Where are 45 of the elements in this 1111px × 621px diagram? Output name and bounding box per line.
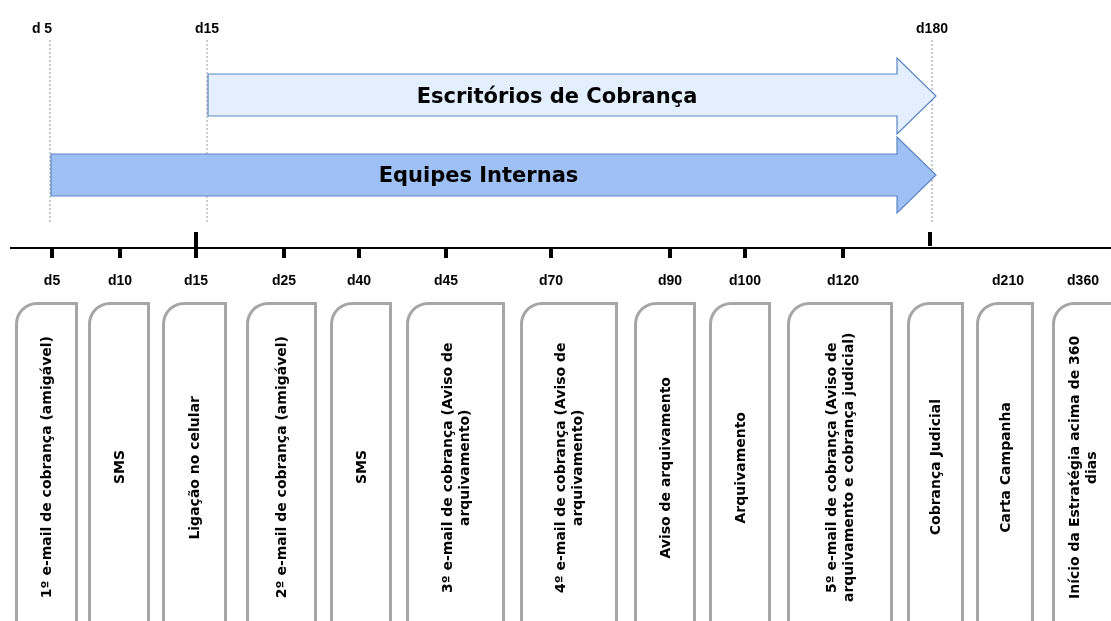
step-tab — [406, 302, 505, 621]
day-label: d70 — [538, 272, 564, 288]
step-tab — [88, 302, 150, 621]
step-tab — [162, 302, 227, 621]
step-text: 2º e-mail de cobrança (amigável) — [273, 336, 290, 599]
day-label: d 5 — [31, 20, 53, 36]
step-text: Cobrança Judicial — [927, 399, 944, 536]
day-label: d100 — [729, 272, 761, 288]
step-text: Início da Estratégia acima de 360 dias — [1066, 334, 1100, 602]
step-tab — [246, 302, 317, 621]
step-tab — [907, 302, 964, 621]
step-text: Carta Campanha — [996, 402, 1014, 533]
block-arrow — [50, 136, 937, 214]
step-text: Aviso de arquivamento — [656, 376, 674, 559]
step-tab — [520, 302, 618, 621]
step-tab — [709, 302, 771, 621]
day-label: d360 — [1067, 272, 1099, 288]
block-arrow — [207, 57, 937, 135]
step-text: 3º e-mail de cobrança (Aviso de arquivamento) — [438, 341, 473, 595]
step-text: SMS — [352, 450, 370, 485]
day-label: d15 — [194, 20, 220, 36]
day-label: d90 — [657, 272, 683, 288]
day-label: d180 — [916, 20, 948, 36]
day-label: d5 — [43, 272, 61, 288]
step-text: Arquivamento — [731, 411, 749, 524]
step-tab — [15, 302, 78, 621]
step-text: 4º e-mail de cobrança (Aviso de arquivamento) — [552, 341, 586, 595]
step-tab — [330, 302, 392, 621]
arrow-label: Equipes Internas — [377, 162, 580, 189]
step-text: SMS — [110, 450, 128, 485]
step-tab — [634, 302, 696, 621]
step-tab — [787, 302, 893, 621]
day-label: d40 — [346, 272, 372, 288]
day-label: d25 — [271, 272, 297, 288]
day-label: d10 — [107, 272, 133, 288]
step-text: 1º e-mail de cobrança (amigável) — [38, 336, 55, 599]
arrow-label: Escritórios de Cobrança — [415, 83, 699, 110]
day-label: d45 — [433, 272, 459, 288]
step-tab — [1052, 302, 1111, 621]
step-text: 5º e-mail de cobrança (Aviso de arquivamento e cobrança judicial) — [823, 331, 857, 605]
day-label: d210 — [992, 272, 1024, 288]
day-label: d15 — [183, 272, 209, 288]
step-tab — [976, 302, 1034, 621]
day-label: d120 — [827, 272, 859, 288]
step-text: Ligação no celular — [186, 395, 203, 540]
